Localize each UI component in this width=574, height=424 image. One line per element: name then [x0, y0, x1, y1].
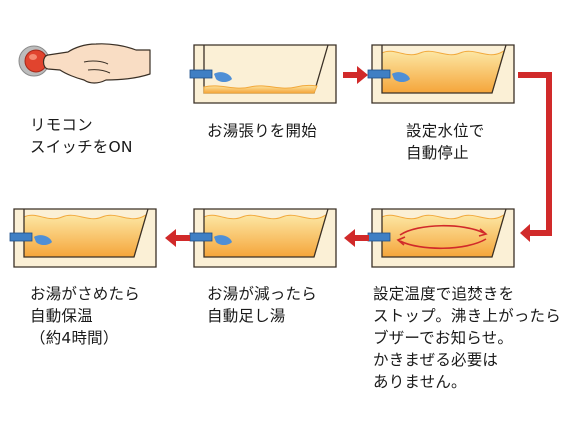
- circulation-arrows-icon: [367, 208, 515, 268]
- water-shallow: [203, 84, 318, 94]
- step-reheat-label: 設定温度で追焚きを ストップ。沸き上がったら ブザーでお知らせ。 かきまぜる必要…: [373, 285, 561, 391]
- step-start-fill-label: お湯張りを開始: [207, 122, 317, 140]
- step-auto-refill-label: お湯が減ったら 自動足し湯: [207, 285, 317, 325]
- inlet-pipe: [189, 69, 213, 79]
- step-keep-warm-label: お湯がさめたら 自動保温 （約4時間）: [30, 285, 140, 347]
- water-full: [381, 50, 505, 94]
- circulation-arrow-top: [399, 224, 485, 236]
- step-remote-switch-label: リモコン スイッチをON: [30, 116, 133, 156]
- step-stop-at-level-label: 設定水位で 自動停止: [406, 122, 485, 162]
- flow-arrow-turn-down: [518, 72, 552, 242]
- flow-arrow-left-1: [344, 229, 369, 247]
- tub-refill-icon: [189, 208, 337, 268]
- tub-full-icon: [367, 44, 515, 104]
- hand-press-button-icon: [18, 43, 151, 84]
- tub-filling-icon: [189, 44, 337, 104]
- flow-arrow-left-2: [165, 229, 190, 247]
- circulation-arrow-bottom: [399, 238, 487, 250]
- flow-arrow-right: [343, 66, 368, 84]
- water-drop-icon: [214, 72, 232, 82]
- hand-icon: [42, 43, 151, 84]
- tub-keep-warm-icon: [9, 208, 157, 268]
